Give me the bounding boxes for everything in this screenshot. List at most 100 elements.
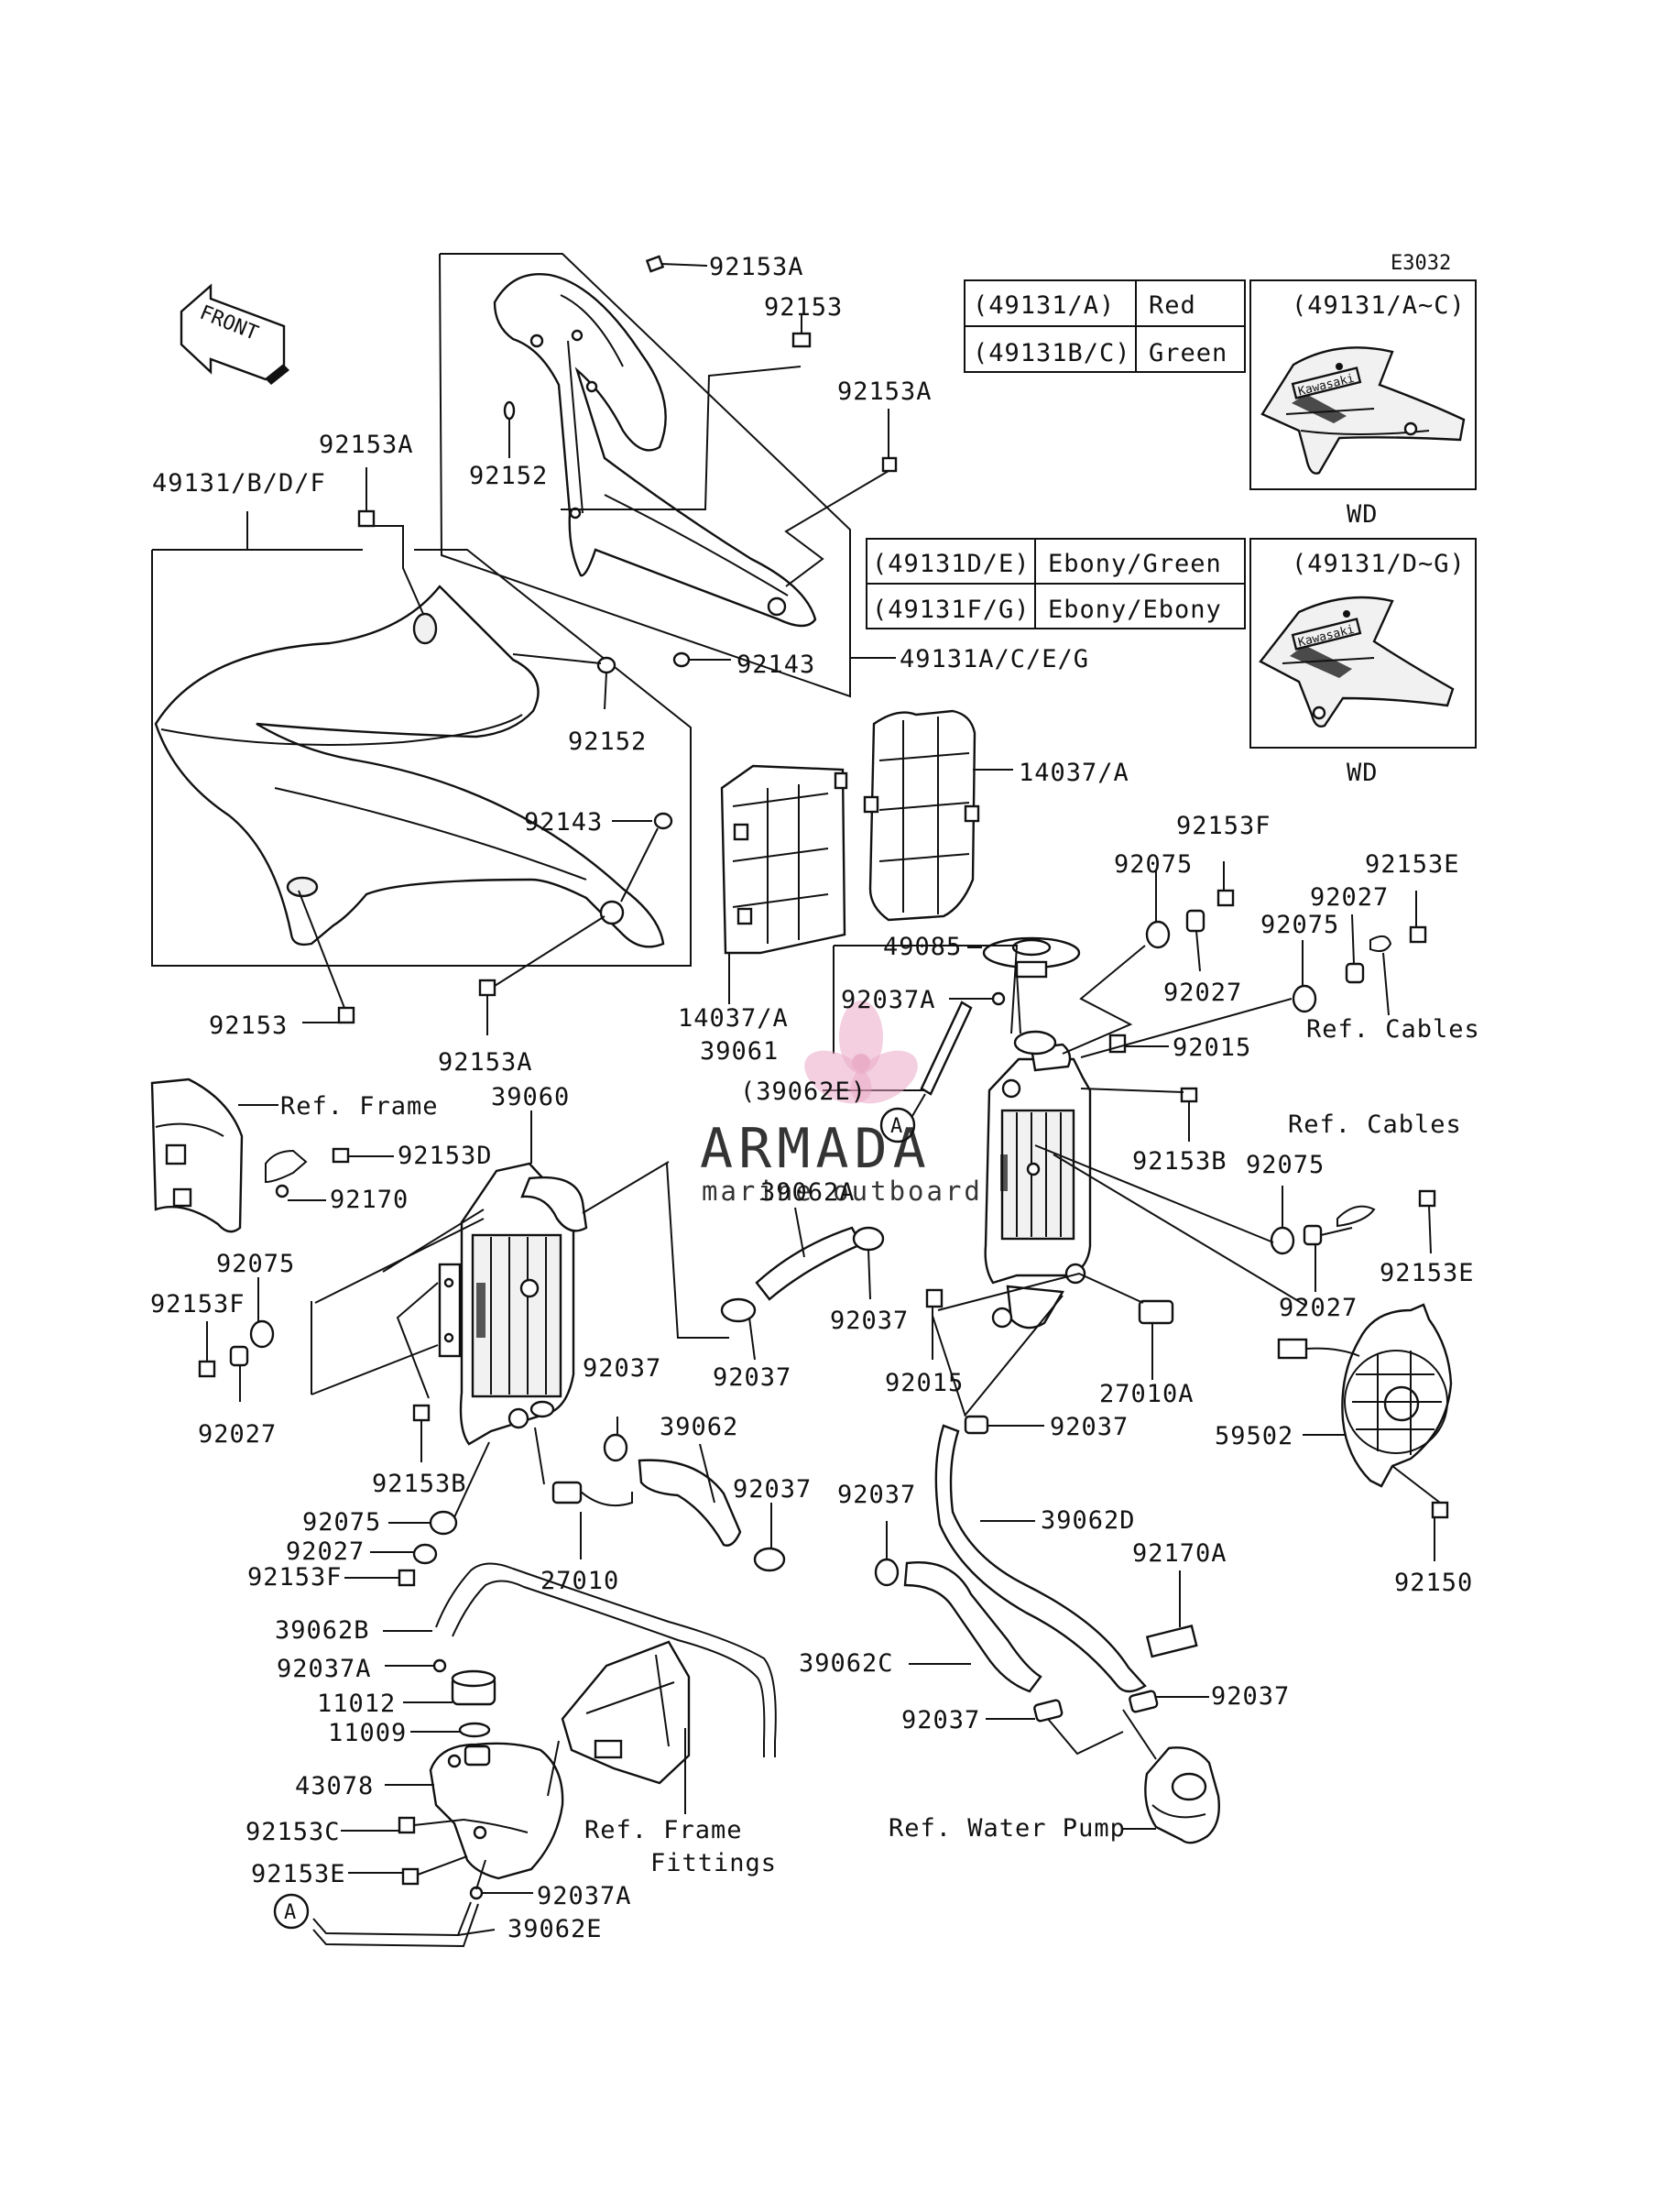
water-pump-ref: [1144, 1746, 1220, 1844]
inset-a-title: (49131/A~C): [1292, 291, 1466, 320]
label-92153a-3: 92153A: [319, 431, 414, 459]
label-92037-4: 92037: [1050, 1413, 1129, 1441]
label-92150: 92150: [1394, 1569, 1473, 1597]
label-92153b-2: 92153B: [372, 1470, 467, 1498]
color-table-2-color-1: Ebony/Green: [1048, 550, 1222, 578]
collar-92027-upper-icon: [1185, 909, 1205, 972]
label-39062e-2: 39062E: [507, 1915, 603, 1943]
grommet-92075-left-icon: [249, 1319, 275, 1349]
label-92027-1: 92027: [1163, 979, 1242, 1007]
label-92037-5: 92037: [733, 1475, 812, 1504]
diagram-code: E3032: [1391, 252, 1451, 275]
sensor-27010-icon: [551, 1481, 633, 1559]
right-radiator: [984, 1030, 1092, 1329]
bolt-92153-left-icon: [337, 1006, 355, 1024]
clip-92037a-upper-icon: [385, 1658, 447, 1673]
frame-fitting-ref: [561, 1640, 691, 1785]
clip-92037a-icon: [991, 991, 1006, 1006]
bolt-92153e-bottom-icon: [401, 1867, 420, 1886]
label-92153e-3: 92153E: [251, 1860, 346, 1888]
left-shroud-group: [151, 549, 692, 967]
reservoir-tank-43078: [429, 1742, 564, 1880]
overflow-hose-39062b: [435, 1562, 777, 1757]
color-table-1-color-2: Green: [1149, 339, 1227, 367]
color-table-2-part-1: (49131D/E): [872, 550, 1031, 578]
clip-92037a-lower-icon: [469, 1886, 533, 1900]
label-ref-cables-2: Ref. Cables: [1288, 1110, 1462, 1139]
frame-bracket-left: [150, 1078, 308, 1233]
label-14037a-2: 14037/A: [678, 1004, 789, 1033]
nut-92153a-right-icon: [881, 409, 898, 473]
grommet-92152-top-icon: [503, 400, 516, 458]
grommet-92152-left-icon: [596, 656, 616, 710]
label-ref-frame-2: Ref. Frame: [584, 1816, 743, 1844]
grommet-92075-bottom-icon: [429, 1510, 458, 1536]
callout-a-upper: A: [890, 1115, 902, 1138]
collar-92027-lower-icon: [1303, 1224, 1323, 1292]
clamp-92037-a-icon: [720, 1297, 757, 1361]
label-92153e-1: 92153E: [1365, 850, 1460, 879]
label-14037a-1: 14037/A: [1019, 759, 1129, 787]
label-92037a-2: 92037A: [277, 1655, 372, 1683]
hose-39062e: [312, 1901, 479, 1948]
label-49131-bdf: 49131/B/D/F: [152, 469, 326, 498]
inset-d-title: (49131/D~G): [1292, 550, 1466, 578]
label-92153f-2: 92153F: [150, 1290, 245, 1318]
label-39062: 39062: [660, 1413, 738, 1441]
collar-92027-bottom-icon: [412, 1543, 438, 1565]
label-11009: 11009: [328, 1719, 407, 1747]
hose-39062d: [934, 1424, 1147, 1693]
label-92037-6: 92037: [837, 1481, 916, 1509]
color-table-1-part-1: (49131/A): [973, 291, 1115, 320]
front-arrow-icon: FRONT: [180, 283, 289, 385]
hose-39062a: [755, 1226, 863, 1301]
label-27010a: 27010A: [1099, 1380, 1195, 1408]
bolt-92153a-top-icon: [645, 255, 708, 273]
clamp-92037-b-icon: [852, 1226, 885, 1300]
color-table-1-part-2: (49131B/C): [973, 339, 1131, 367]
bolt-92153-top-icon: [791, 315, 812, 348]
label-92152-2: 92152: [568, 728, 647, 756]
label-39062b: 39062B: [275, 1616, 370, 1645]
label-92075-1: 92075: [1114, 850, 1193, 879]
bolt-92153e-lower-icon: [1418, 1189, 1436, 1254]
radiator-cap-icon: [982, 936, 1081, 979]
left-radiator: [438, 1162, 588, 1446]
hose-39062: [638, 1459, 742, 1547]
shroud-bracket-group: [439, 253, 851, 698]
label-49085: 49085: [883, 933, 962, 961]
hose-39062c: [903, 1561, 1042, 1693]
label-92153-2: 92153: [209, 1012, 288, 1040]
label-92170: 92170: [330, 1186, 409, 1214]
clamp-92037-f-icon: [874, 1521, 900, 1587]
label-92143-2: 92143: [524, 808, 603, 837]
label-59502: 59502: [1215, 1422, 1293, 1450]
label-39062d: 39062D: [1041, 1506, 1136, 1535]
callout-a-lower: A: [284, 1901, 296, 1924]
clamp-92037-g-icon: [1033, 1699, 1064, 1723]
collar-92027-left-icon: [229, 1345, 249, 1402]
label-92143-1: 92143: [736, 651, 815, 679]
inset-shroud-d: (49131/D~G) Kawasaki: [1249, 538, 1477, 749]
label-92153a-4: 92153A: [438, 1048, 533, 1077]
label-92153d: 92153D: [398, 1142, 493, 1170]
inset-shroud-a: (49131/A~C) Kawasaki: [1249, 279, 1477, 490]
label-ref-frame-1: Ref. Frame: [280, 1092, 439, 1121]
label-ref-water-pump: Ref. Water Pump: [889, 1814, 1126, 1843]
cable-guide-lower-icon: [1320, 1205, 1376, 1236]
label-92153a-2: 92153A: [837, 377, 933, 406]
bolt-92153c-icon: [398, 1816, 416, 1834]
label-92153f-1: 92153F: [1176, 812, 1271, 840]
nut-92153a-left-icon: [357, 467, 376, 528]
seal-11009-icon: [458, 1722, 491, 1738]
label-92152-1: 92152: [469, 462, 548, 490]
cable-guide-upper-icon: [1369, 935, 1392, 1016]
label-92027-3: 92027: [1279, 1294, 1358, 1322]
label-92170a: 92170A: [1132, 1539, 1227, 1568]
bolt-92153f-bottom-icon: [398, 1569, 416, 1587]
clamp-92037-c-icon: [603, 1417, 628, 1462]
tube-92170a-icon: [1145, 1570, 1198, 1658]
label-92153a-1: 92153A: [709, 253, 804, 281]
bolt-92153e-upper-icon: [1409, 891, 1427, 944]
collar-92027-mid-icon: [1345, 914, 1365, 984]
